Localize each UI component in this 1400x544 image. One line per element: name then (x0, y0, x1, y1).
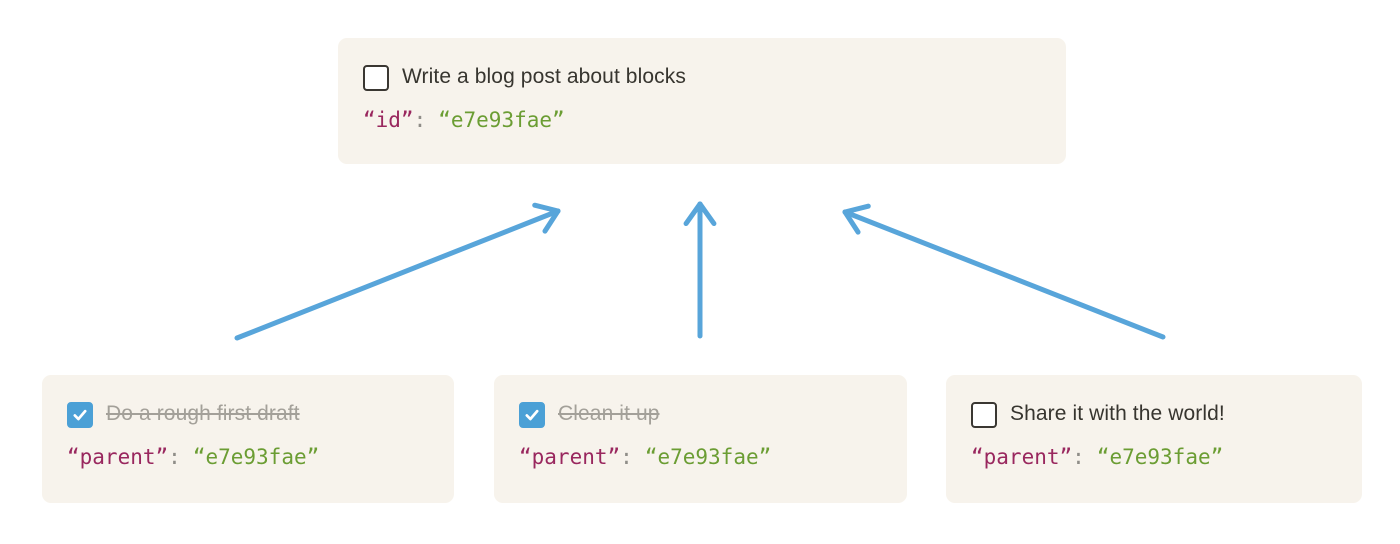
child-block-card: Share it with the world! “parent”: “e7e93… (946, 375, 1362, 503)
code-value: “e7e93fae” (438, 108, 565, 132)
parent-link-arrow (683, 201, 717, 339)
child-block-card: Do a rough first draft “parent”: “e7e93fa… (42, 375, 454, 503)
code-key: “parent” (519, 445, 621, 469)
code-separator: : (413, 108, 427, 132)
code-value: “e7e93fae” (1096, 445, 1224, 469)
task-label: Write a blog post about blocks (402, 65, 686, 89)
task-row: Clean it up (519, 401, 881, 428)
block-parent-code: “parent”: “e7e93fae” (971, 445, 1336, 470)
code-separator: : (168, 445, 181, 469)
task-row: Do a rough first draft (67, 401, 428, 428)
task-row: Share it with the world! (971, 401, 1336, 428)
code-separator: : (1072, 445, 1085, 469)
parent-link-arrow (234, 202, 561, 341)
task-label: Clean it up (558, 402, 660, 426)
code-key: “id” (363, 108, 414, 132)
parent-block-card: Write a blog post about blocks “id”: “e7e… (338, 38, 1066, 164)
checkmark-icon (73, 409, 87, 420)
checkbox-icon[interactable] (363, 64, 389, 91)
checkmark-icon (525, 409, 539, 420)
block-parent-code: “parent”: “e7e93fae” (519, 445, 881, 470)
checkbox-icon[interactable] (971, 401, 997, 428)
code-value: “e7e93fae” (644, 445, 772, 469)
child-block-card: Clean it up “parent”: “e7e93fae” (494, 375, 907, 503)
checkbox-icon[interactable] (67, 401, 93, 428)
task-label: Do a rough first draft (106, 402, 300, 426)
task-row: Write a blog post about blocks (363, 64, 1040, 91)
code-separator: : (620, 445, 633, 469)
block-parent-code: “parent”: “e7e93fae” (67, 445, 428, 470)
parent-link-arrow (842, 203, 1166, 340)
code-value: “e7e93fae” (192, 445, 320, 469)
task-label: Share it with the world! (1010, 402, 1225, 426)
checkbox-icon[interactable] (519, 401, 545, 428)
code-key: “parent” (971, 445, 1073, 469)
block-id-code: “id”: “e7e93fae” (363, 108, 1040, 133)
code-key: “parent” (67, 445, 169, 469)
